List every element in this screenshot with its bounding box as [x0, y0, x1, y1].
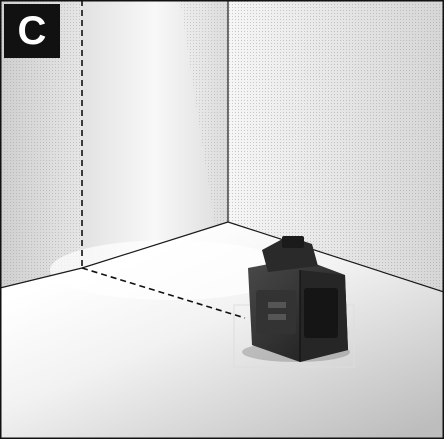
- laser-level-device: [233, 236, 355, 368]
- right-wall: [228, 0, 444, 292]
- corner-edges: [0, 0, 444, 293]
- laser-floor-line: [81, 267, 246, 319]
- left-wall: [0, 0, 82, 288]
- laser-lines: [81, 0, 246, 319]
- panel-label: C: [4, 4, 60, 58]
- back-wall: [82, 0, 228, 268]
